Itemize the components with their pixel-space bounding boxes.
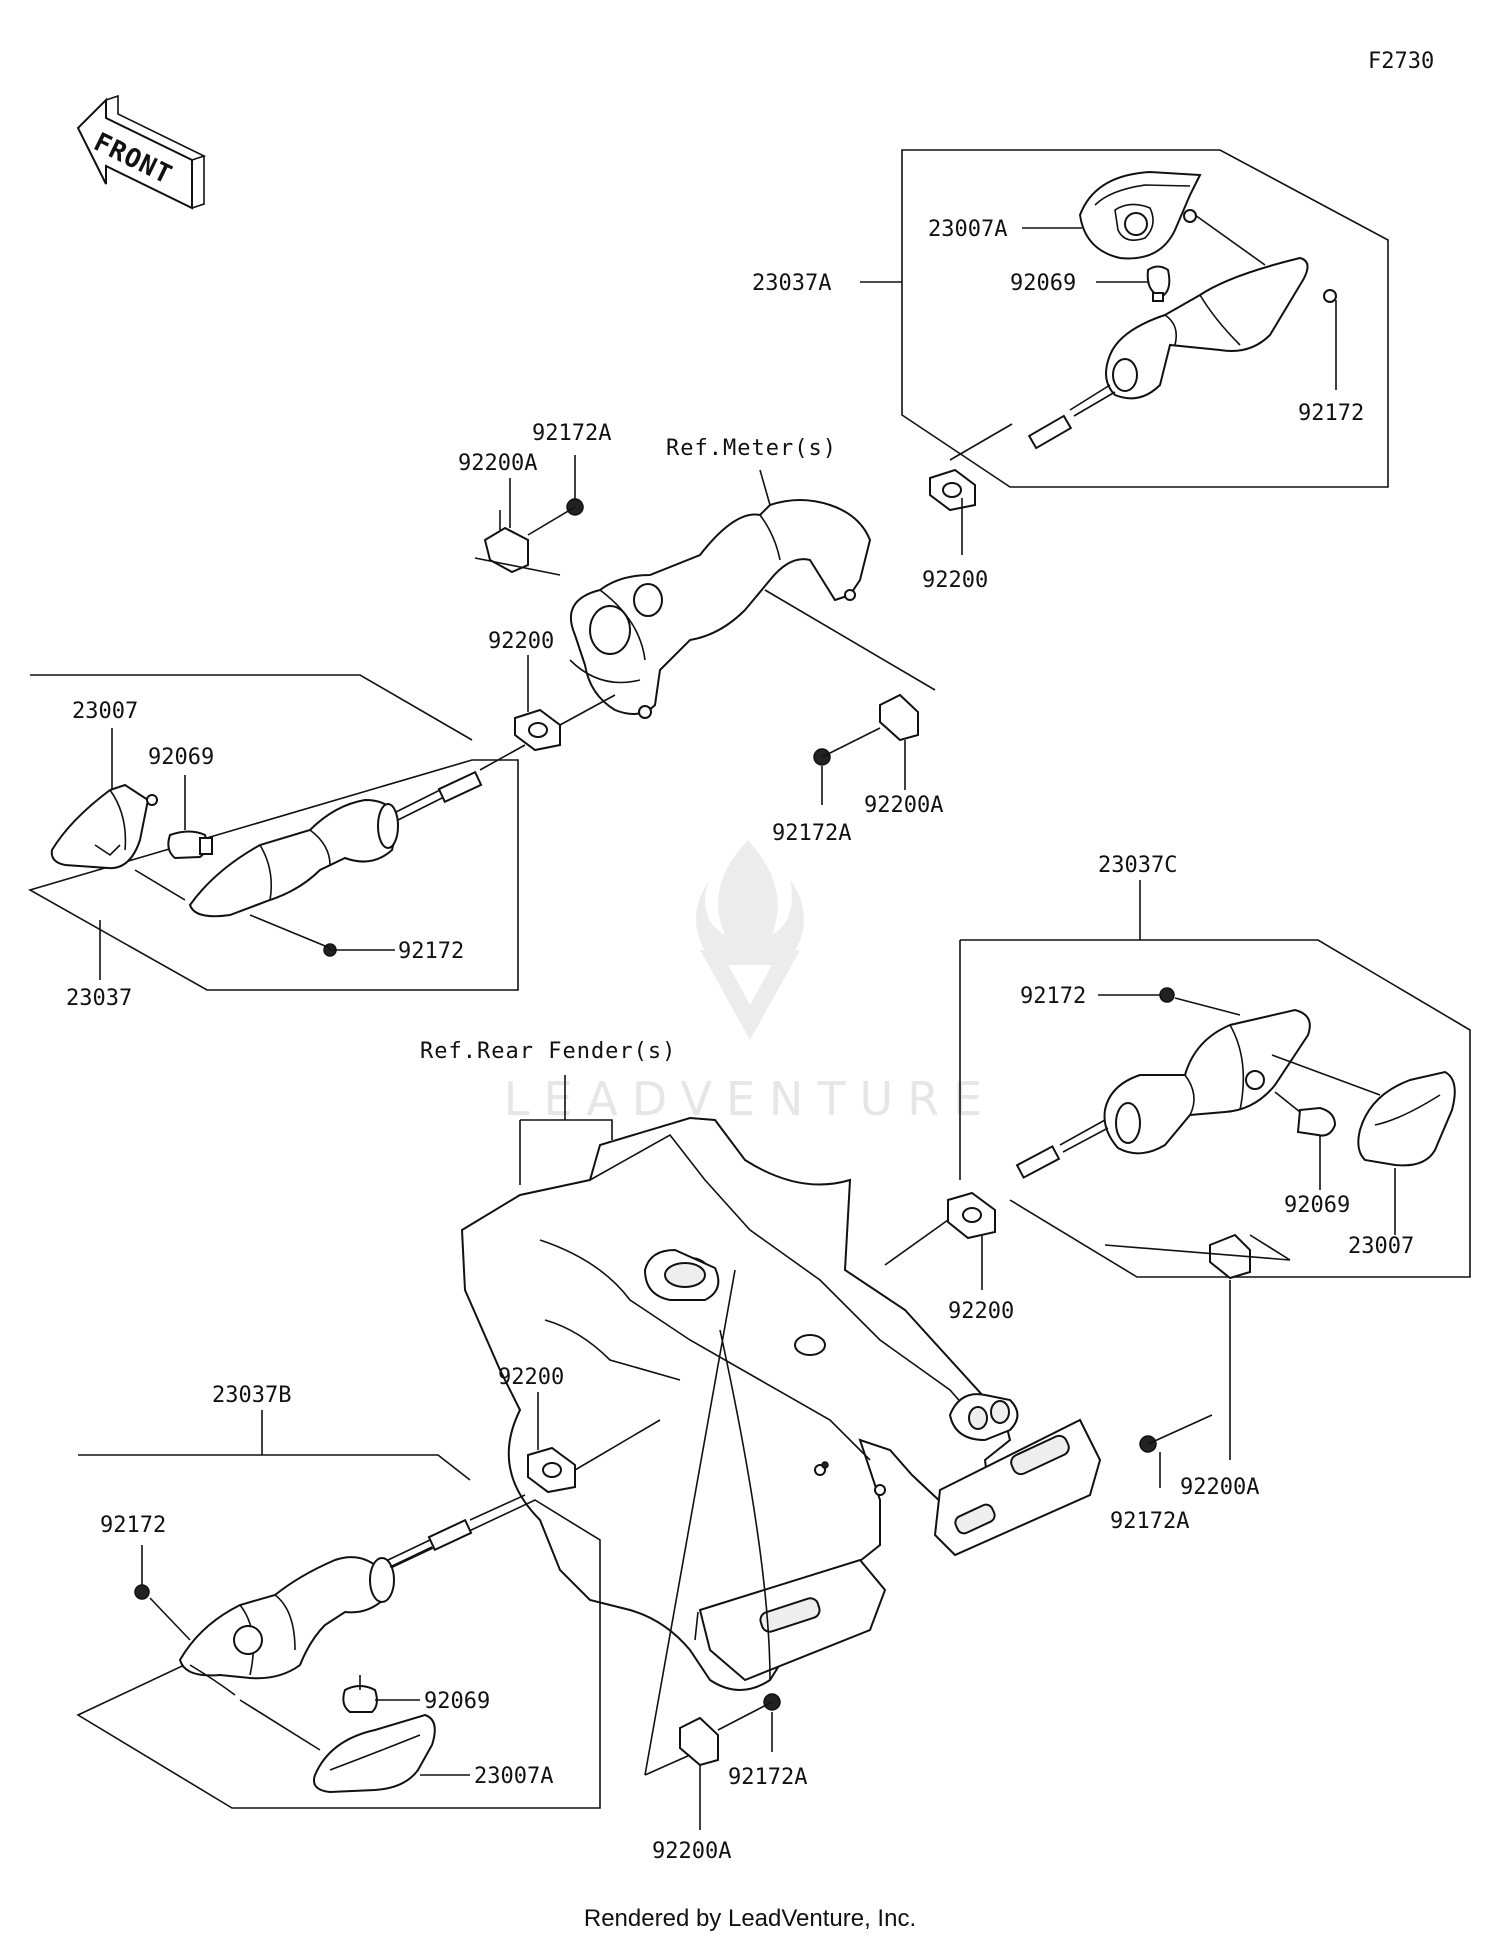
label-92172-right: 92172 xyxy=(1020,984,1086,1009)
label-92200-ml: 92200 xyxy=(488,629,554,654)
label-92069-right: 92069 xyxy=(1284,1193,1350,1218)
bracket-92200A-bot xyxy=(679,1716,719,1830)
screw-92172A-mid xyxy=(813,727,881,805)
bracket-92200A-mid xyxy=(879,693,919,790)
ref-meter: Ref.Meter(s) xyxy=(666,436,837,461)
turn-signal-23037A xyxy=(1105,256,1309,400)
bracket-92200A-tl xyxy=(474,510,561,576)
meter-bracket xyxy=(569,469,936,719)
watermark: LEADVENTURE xyxy=(504,840,997,1126)
screw-92172A-tl xyxy=(527,455,584,536)
bulb-92069-top xyxy=(1146,265,1171,296)
label-92200A-bot: 92200A xyxy=(652,1839,731,1864)
label-92172-bl: 92172 xyxy=(100,1513,166,1538)
group-23037B xyxy=(76,1410,601,1809)
label-92200A-br: 92200A xyxy=(1180,1475,1259,1500)
grommet-92200-right xyxy=(884,1191,996,1290)
watermark-text: LEADVENTURE xyxy=(504,1072,997,1126)
label-23037A: 23037A xyxy=(752,271,831,296)
lens-23007-right xyxy=(1357,1070,1456,1167)
label-92172A-bot: 92172A xyxy=(728,1765,807,1790)
rear-fender xyxy=(460,1116,1102,1691)
grommet-92200-bl xyxy=(527,1392,661,1494)
label-92069-left: 92069 xyxy=(148,745,214,770)
label-23007A-top: 23007A xyxy=(928,217,1007,242)
label-92172A-mid: 92172A xyxy=(772,821,851,846)
screw-92172A-bot xyxy=(717,1693,781,1752)
diagram-id: F2730 xyxy=(1368,49,1434,74)
turn-signal-23037B xyxy=(178,1556,390,1680)
label-92069-top: 92069 xyxy=(1010,271,1076,296)
front-arrow-icon: FRONT xyxy=(76,94,207,210)
label-92172A-br: 92172A xyxy=(1110,1509,1189,1534)
label-23007-left: 23007 xyxy=(72,699,138,724)
bulb-92069-right xyxy=(1296,1106,1337,1137)
label-92200-tr: 92200 xyxy=(922,568,988,593)
group-23037A xyxy=(860,149,1389,488)
label-23007A-bl: 23007A xyxy=(474,1764,553,1789)
label-23037B: 23037B xyxy=(212,1383,291,1408)
lens-23007-left xyxy=(50,783,150,870)
label-23037C: 23037C xyxy=(1098,853,1177,878)
watermark-v-logo xyxy=(700,950,800,1040)
label-92069-bl: 92069 xyxy=(424,1689,490,1714)
watermark-flame-logo xyxy=(696,840,804,965)
grommet-92200-tr xyxy=(929,468,976,555)
turn-signal-23037 xyxy=(188,798,400,918)
bracket-92200A-br xyxy=(1209,1233,1251,1460)
grommet-92200-ml xyxy=(514,655,616,752)
label-23007-right: 23007 xyxy=(1348,1234,1414,1259)
screw-92172A-br xyxy=(1139,1414,1213,1488)
label-23037: 23037 xyxy=(66,986,132,1011)
group-23037 xyxy=(27,674,526,991)
group-23037C xyxy=(959,880,1471,1278)
label-92200A-tl: 92200A xyxy=(458,451,537,476)
ref-rear-fender: Ref.Rear Fender(s) xyxy=(420,1039,676,1064)
footer-credit: Rendered by LeadVenture, Inc. xyxy=(584,1905,916,1932)
label-92200-bl: 92200 xyxy=(498,1365,564,1390)
label-92172-left: 92172 xyxy=(398,939,464,964)
label-92200-right: 92200 xyxy=(948,1299,1014,1324)
label-92172A-tl: 92172A xyxy=(532,421,611,446)
label-92172-top: 92172 xyxy=(1298,401,1364,426)
label-92200A-mid: 92200A xyxy=(864,793,943,818)
